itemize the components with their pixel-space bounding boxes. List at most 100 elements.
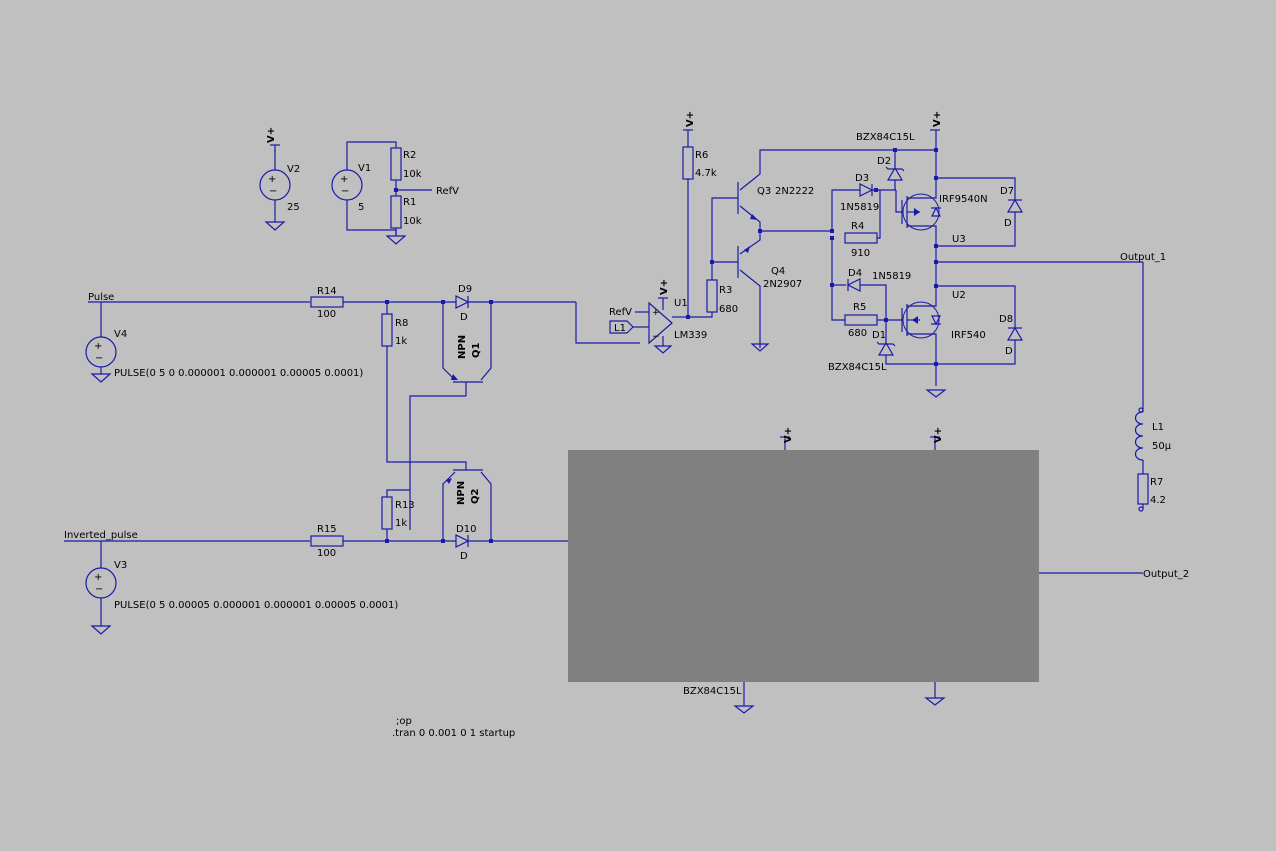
mosfet-u3[interactable]: IRF9540N U3 xyxy=(901,150,988,246)
diode-d4[interactable]: D4 1N5819 xyxy=(846,268,911,292)
v4-value: PULSE(0 5 0 0.000001 0.000001 0.00005 0.… xyxy=(114,368,363,379)
r3-value: 680 xyxy=(719,304,738,315)
diode-d7[interactable]: D7 D xyxy=(936,177,1024,247)
r2-name: R2 xyxy=(403,150,416,161)
directive-op: ;op xyxy=(396,716,412,727)
d8-value: D xyxy=(1005,346,1013,357)
inductor-l1[interactable]: L1 50µ xyxy=(1134,407,1172,461)
d9-value: D xyxy=(460,312,468,323)
r14-name: R14 xyxy=(317,286,337,297)
u2-value: IRF540 xyxy=(951,330,986,341)
r4-value: 910 xyxy=(851,248,870,259)
r15-value: 100 xyxy=(317,548,336,559)
resistor-r7[interactable]: R7 4.2 xyxy=(1137,473,1166,506)
transistor-q2[interactable]: NPN Q2 xyxy=(442,469,492,541)
block-supply-label-1: V+ xyxy=(783,427,794,443)
r14-value: 100 xyxy=(317,309,336,320)
v3-value: PULSE(0 5 0.00005 0.000001 0.000001 0.00… xyxy=(114,600,398,611)
d1-name: D1 xyxy=(872,330,886,341)
r15-name: R15 xyxy=(317,524,337,535)
v1-value: 5 xyxy=(358,202,364,213)
r7-name: R7 xyxy=(1150,477,1163,488)
resistor-r3[interactable]: R3 680 xyxy=(706,279,738,315)
r8-value: 1k xyxy=(395,336,407,347)
r6-value: 4.7k xyxy=(695,168,717,179)
svg-text:−: − xyxy=(341,186,349,197)
resistor-r2[interactable]: R2 10k xyxy=(390,147,422,181)
r2-value: 10k xyxy=(403,169,422,180)
covered-circuit-block xyxy=(568,450,1039,682)
d2-value: BZX84C15L xyxy=(856,132,915,143)
v2-name: V2 xyxy=(287,164,300,175)
diode-d10[interactable]: D10 D xyxy=(455,524,476,562)
v3-name: V3 xyxy=(114,560,127,571)
u1-supply-label: V+ xyxy=(659,279,670,295)
resistor-r1[interactable]: R1 10k xyxy=(390,195,422,229)
q4-name: Q4 xyxy=(771,266,785,277)
svg-text:+: + xyxy=(268,174,276,185)
transistor-q1[interactable]: NPN Q1 xyxy=(442,302,492,396)
r5-value: 680 xyxy=(848,328,867,339)
net-output-2-label: Output_2 xyxy=(1143,569,1189,580)
net-pulse-label: Pulse xyxy=(88,292,114,303)
u1-refv-label: RefV xyxy=(609,307,632,318)
r7-value: 4.2 xyxy=(1150,495,1166,506)
transistor-q4[interactable]: Q4 2N2907 xyxy=(737,231,802,352)
resistor-r6[interactable]: R6 4.7k xyxy=(682,146,717,180)
d10-value: D xyxy=(460,551,468,562)
q1-type: NPN xyxy=(457,335,468,359)
svg-text:+: + xyxy=(340,174,348,185)
d10-name: D10 xyxy=(456,524,476,535)
block-supply-label-2: V+ xyxy=(933,427,944,443)
diode-d8[interactable]: D8 D xyxy=(936,285,1024,365)
q3-value: 2N2222 xyxy=(775,186,814,197)
resistor-r15[interactable]: R15 100 xyxy=(310,524,344,559)
r3-name: R3 xyxy=(719,285,732,296)
net-inverted-pulse-label: Inverted_pulse xyxy=(64,530,138,541)
svg-text:−: − xyxy=(95,353,103,364)
l1-value: 50µ xyxy=(1152,441,1172,452)
svg-text:−: − xyxy=(269,186,277,197)
v2-supply-label: V+ xyxy=(266,127,277,143)
mosfet-u2[interactable]: U2 IRF540 xyxy=(901,290,986,386)
source-v2[interactable]: +− V+ V2 25 xyxy=(259,127,300,231)
q3-name: Q3 xyxy=(757,186,771,197)
d4-name: D4 xyxy=(848,268,862,279)
v4-name: V4 xyxy=(114,329,127,340)
resistor-r8[interactable]: R8 1k xyxy=(381,313,408,347)
resistor-r14[interactable]: R14 100 xyxy=(310,286,344,320)
d3-value: 1N5819 xyxy=(840,202,879,213)
u3-value: IRF9540N xyxy=(939,194,988,205)
comparator-u1[interactable]: + − V+ U1 LM339 xyxy=(635,279,707,354)
l1-name: L1 xyxy=(1152,422,1164,433)
d8-name: D8 xyxy=(999,314,1013,325)
v2-value: 25 xyxy=(287,202,300,213)
resistor-r4[interactable]: R4 910 xyxy=(844,221,878,259)
r4-name: R4 xyxy=(851,221,864,232)
u3-name: U3 xyxy=(952,234,966,245)
block-diode-label: BZX84C15L xyxy=(683,686,742,697)
diode-d3[interactable]: D3 1N5819 xyxy=(840,173,879,213)
q2-type: NPN xyxy=(456,481,467,505)
q2-name: Q2 xyxy=(470,488,481,504)
diode-d9[interactable]: D9 D xyxy=(455,284,472,323)
source-v3[interactable]: +− V3 PULSE(0 5 0.00005 0.000001 0.00000… xyxy=(85,560,398,635)
transistor-q3[interactable]: Q3 2N2222 xyxy=(737,149,936,231)
d7-value: D xyxy=(1004,218,1012,229)
directive-tran: .tran 0 0.001 0 1 startup xyxy=(392,728,515,739)
d9-name: D9 xyxy=(458,284,472,295)
source-v4[interactable]: +− V4 PULSE(0 5 0 0.000001 0.000001 0.00… xyxy=(85,329,363,383)
r6-name: R6 xyxy=(695,150,708,161)
r1-name: R1 xyxy=(403,197,416,208)
svg-text:−: − xyxy=(95,584,103,595)
u1-name: U1 xyxy=(674,298,688,309)
q4-value: 2N2907 xyxy=(763,279,802,290)
u2-name: U2 xyxy=(952,290,966,301)
r6-supply-label: V+ xyxy=(685,111,696,127)
d2-name: D2 xyxy=(877,156,891,167)
svg-text:+: + xyxy=(94,572,102,583)
d3-name: D3 xyxy=(855,173,869,184)
r13-value: 1k xyxy=(395,518,407,529)
source-v1[interactable]: +− V1 5 xyxy=(331,141,407,245)
